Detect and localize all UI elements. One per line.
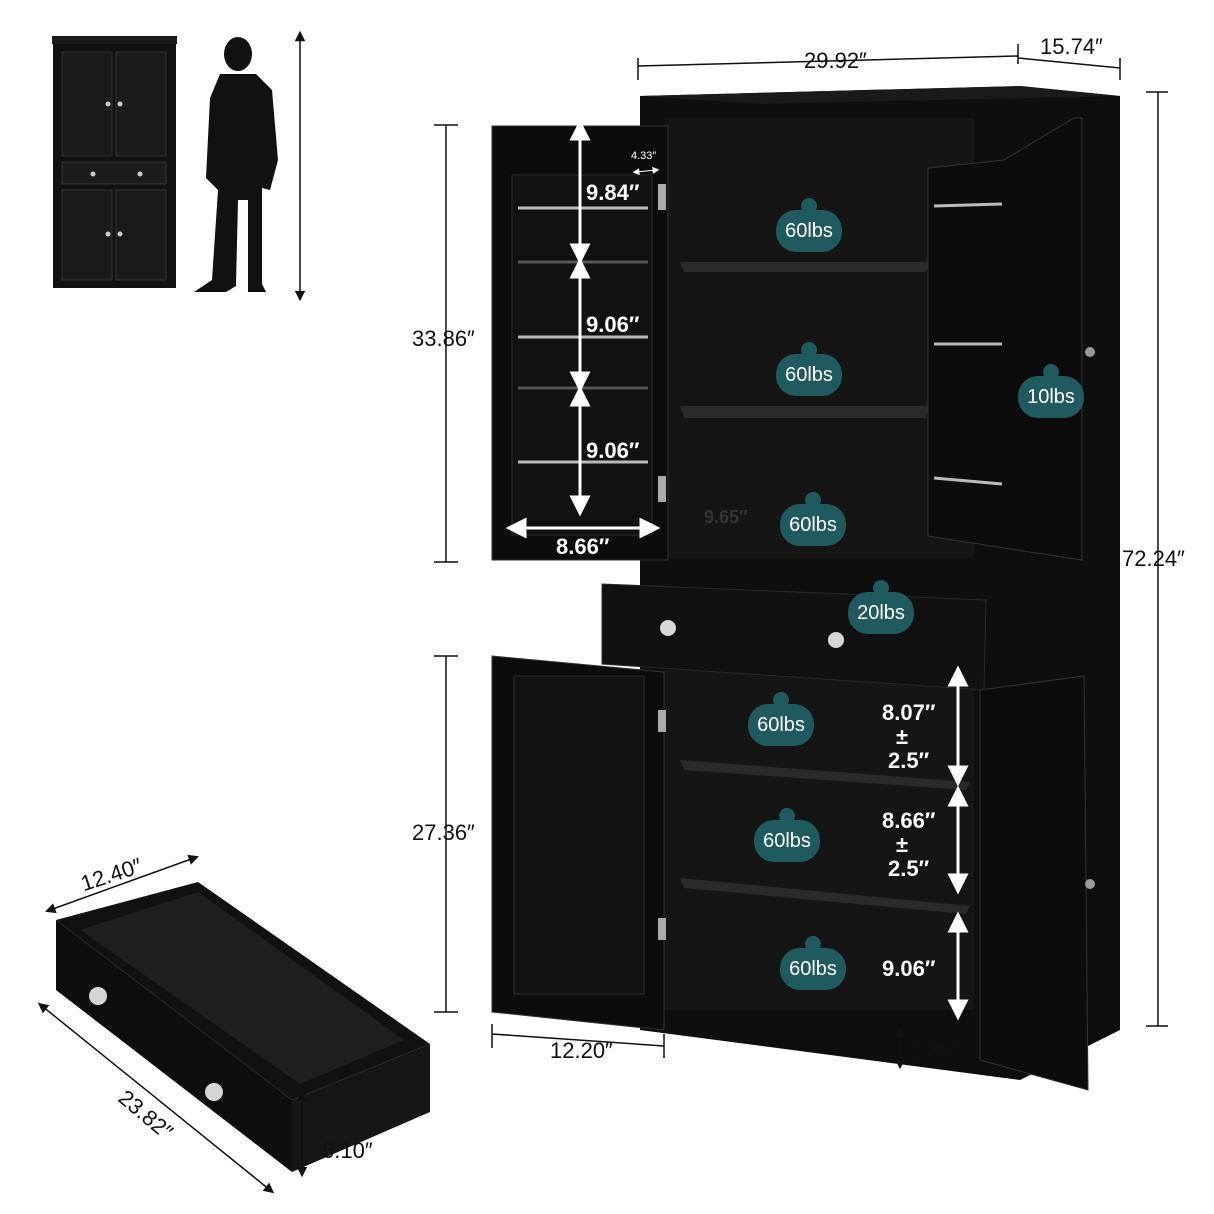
person-silhouette [194,37,278,292]
shelf-depth-label: 9.65″ [704,507,748,527]
load-badge-drawer: 20lbs [846,578,916,634]
base-height-label: 2.36″ [908,1038,959,1063]
weight-icon [776,342,842,396]
weight-icon [780,492,846,546]
lower-gap-2-label: 8.66″ [882,808,936,833]
load-label: 20lbs [857,602,905,624]
load-badge-upper-shelf-2: 60lbs [774,340,844,396]
weight-icon [780,936,846,990]
load-label: 60lbs [789,514,837,536]
drawer-height-label: 6.10″ [322,1138,373,1163]
load-label: 60lbs [785,220,833,242]
load-badge-upper-shelf-1: 60lbs [774,196,844,252]
load-badge-lower-shelf-2: 60lbs [752,806,822,862]
overall-width-label: 29.92″ [804,48,867,73]
overall-height-label: 72.24″ [1122,546,1185,571]
lower-gap-2-symbol: ± [896,832,909,857]
load-label: 60lbs [789,958,837,980]
upper-height-label: 33.86″ [412,326,475,351]
load-label: 60lbs [785,364,833,386]
door-rack-width-label: 8.66″ [556,534,610,559]
load-badge-door-rack: 10lbs [1016,362,1086,418]
load-label: 60lbs [763,830,811,852]
reference-cabinet-thumbnail [52,36,177,288]
load-badge-upper-shelf-3: 60lbs [778,490,848,546]
load-badge-lower-shelf-1: 60lbs [746,690,816,746]
weight-icon [748,692,814,746]
lower-gap-2-adjust: 2.5″ [888,856,930,881]
door-spacing-2-label: 9.06″ [586,312,640,337]
lower-height-label: 27.36″ [412,820,475,845]
weight-icon [848,580,914,634]
lower-gap-1-adjust: 2.5″ [888,748,930,773]
door-spacing-3-label: 9.06″ [586,438,640,463]
weight-icon [754,808,820,862]
person-height-label: 73″ [236,150,269,175]
overall-depth-label: 15.74″ [1040,34,1103,59]
door-spacing-1-label: 9.84″ [586,180,640,205]
weight-icon [776,198,842,252]
weight-icon [1018,364,1084,418]
drawer-illustration [37,854,430,1194]
lower-gap-1-label: 8.07″ [882,700,936,725]
lower-gap-3-label: 9.06″ [882,956,936,981]
load-label: 10lbs [1027,386,1075,408]
lower-gap-1-symbol: ± [896,724,909,749]
door-rack-depth-label: 4.33″ [631,150,657,162]
load-label: 60lbs [757,714,805,736]
door-width-label: 12.20″ [550,1038,613,1063]
load-badge-lower-shelf-3: 60lbs [778,934,848,990]
